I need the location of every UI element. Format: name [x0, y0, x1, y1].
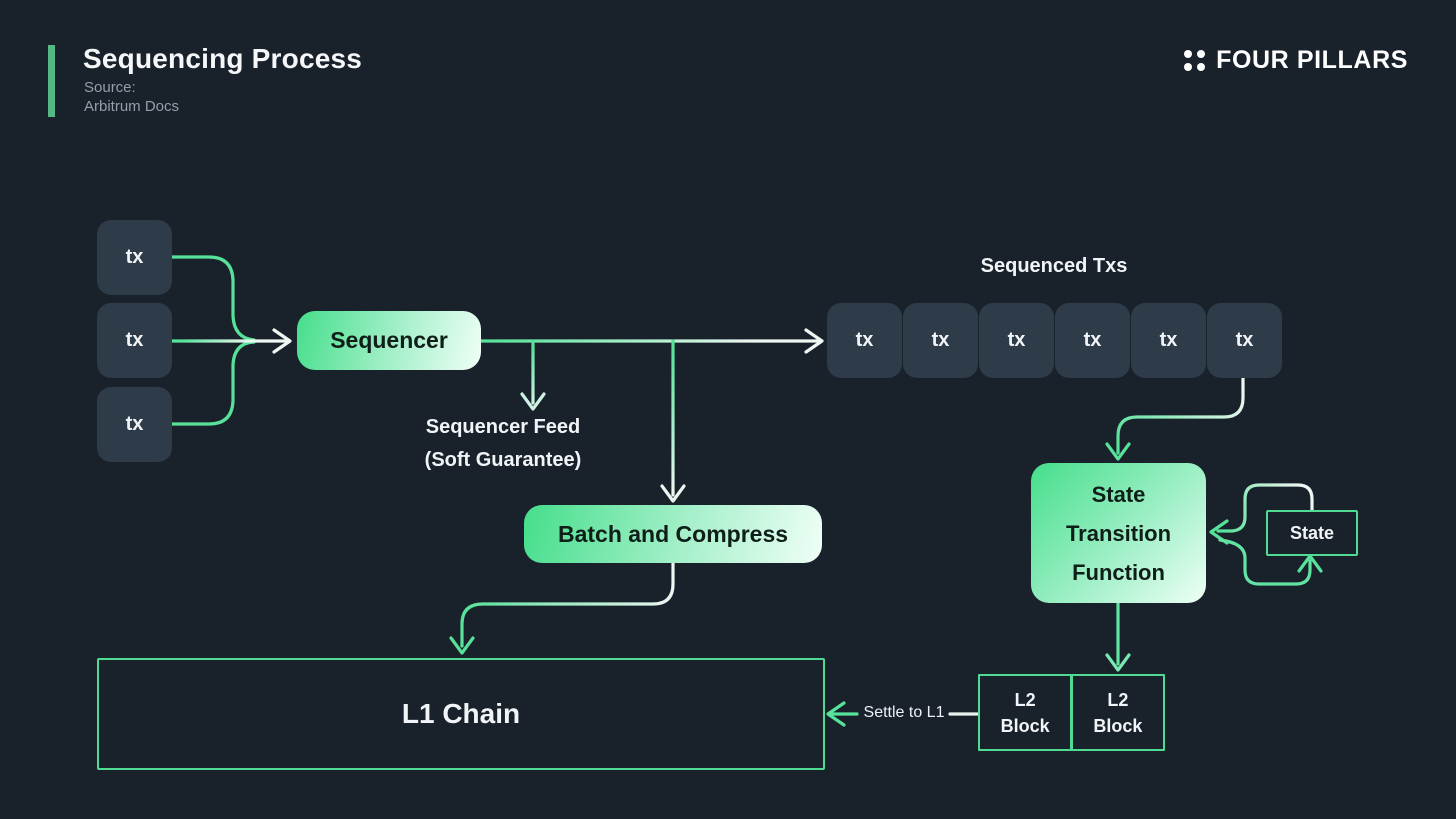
arrow-txs-to-sequencer: [170, 255, 292, 426]
state-transition-function-node: State Transition Function: [1031, 463, 1206, 603]
sequencer-label: Sequencer: [330, 327, 448, 353]
sequenced-tx-box-6: tx: [1207, 303, 1282, 378]
brand-logo: FOUR PILLARS: [1184, 46, 1408, 75]
sequenced-tx-box-2: tx: [903, 303, 978, 378]
input-tx-box-3: tx: [97, 387, 172, 462]
arrow-sequencer-to-sequenced-txs: [479, 328, 824, 354]
l2-block-line-2: Block: [1093, 715, 1143, 736]
feed-line-1: Sequencer Feed: [425, 416, 581, 438]
l2-block-line-1: L2: [1014, 689, 1036, 710]
l2-blocks-group: L2 Block L2 Block: [978, 674, 1165, 751]
l1-chain-node: L1 Chain: [97, 658, 825, 770]
tx-label: tx: [125, 329, 144, 351]
batch-label: Batch and Compress: [557, 520, 789, 547]
l2-block-line-2: Block: [1000, 715, 1050, 736]
source-value: Arbitrum Docs: [84, 98, 180, 115]
tx-label: tx: [931, 329, 950, 351]
sequencer-feed-caption: Sequencer Feed (Soft Guarantee): [383, 411, 623, 477]
arrow-to-batch-and-compress: [660, 339, 686, 503]
tx-label: tx: [855, 329, 874, 351]
source-caption: Source: Arbitrum Docs: [84, 78, 179, 116]
arrow-sequencer-feed: [520, 339, 546, 411]
sequenced-tx-box-1: tx: [827, 303, 902, 378]
sequenced-txs-title: Sequenced Txs: [980, 255, 1128, 277]
state-node: State: [1266, 510, 1358, 556]
l2-block-1: L2 Block: [980, 676, 1070, 749]
input-tx-box-2: tx: [97, 303, 172, 378]
batch-and-compress-node: Batch and Compress: [524, 505, 822, 563]
page-title: Sequencing Process: [83, 43, 363, 74]
l2-block-2: L2 Block: [1073, 676, 1163, 749]
tx-label: tx: [1083, 329, 1102, 351]
arrow-batch-to-l1: [449, 561, 675, 655]
l2-block-line-1: L2: [1107, 689, 1129, 710]
input-tx-box-1: tx: [97, 220, 172, 295]
sequencer-node: Sequencer: [297, 311, 481, 370]
l2-blocks-divider: [1070, 676, 1073, 749]
state-label: State: [1289, 522, 1334, 543]
arrow-sequenced-txs-to-stf: [1105, 376, 1245, 461]
sequenced-tx-box-3: tx: [979, 303, 1054, 378]
stf-line-2: Transition: [1065, 520, 1172, 546]
tx-label: tx: [1007, 329, 1026, 351]
tx-label: tx: [1159, 329, 1178, 351]
tx-label: tx: [125, 413, 144, 435]
title-accent-bar: [48, 45, 55, 117]
sequenced-txs-row: tx tx tx tx tx tx: [827, 303, 1282, 378]
sequenced-tx-box-4: tx: [1055, 303, 1130, 378]
tx-label: tx: [1235, 329, 1254, 351]
feed-line-2: (Soft Guarantee): [424, 449, 582, 471]
source-label: Source:: [84, 79, 136, 96]
settle-to-l1-caption: Settle to L1: [863, 704, 945, 721]
stf-line-3: Function: [1072, 559, 1165, 585]
arrow-stf-to-l2-blocks: [1105, 601, 1131, 672]
sequenced-tx-box-5: tx: [1131, 303, 1206, 378]
four-dots-icon: [1184, 50, 1206, 71]
brand-name: FOUR PILLARS: [1216, 46, 1408, 74]
l1-chain-label: L1 Chain: [401, 698, 521, 729]
tx-label: tx: [125, 246, 144, 268]
stf-line-1: State: [1091, 481, 1146, 507]
